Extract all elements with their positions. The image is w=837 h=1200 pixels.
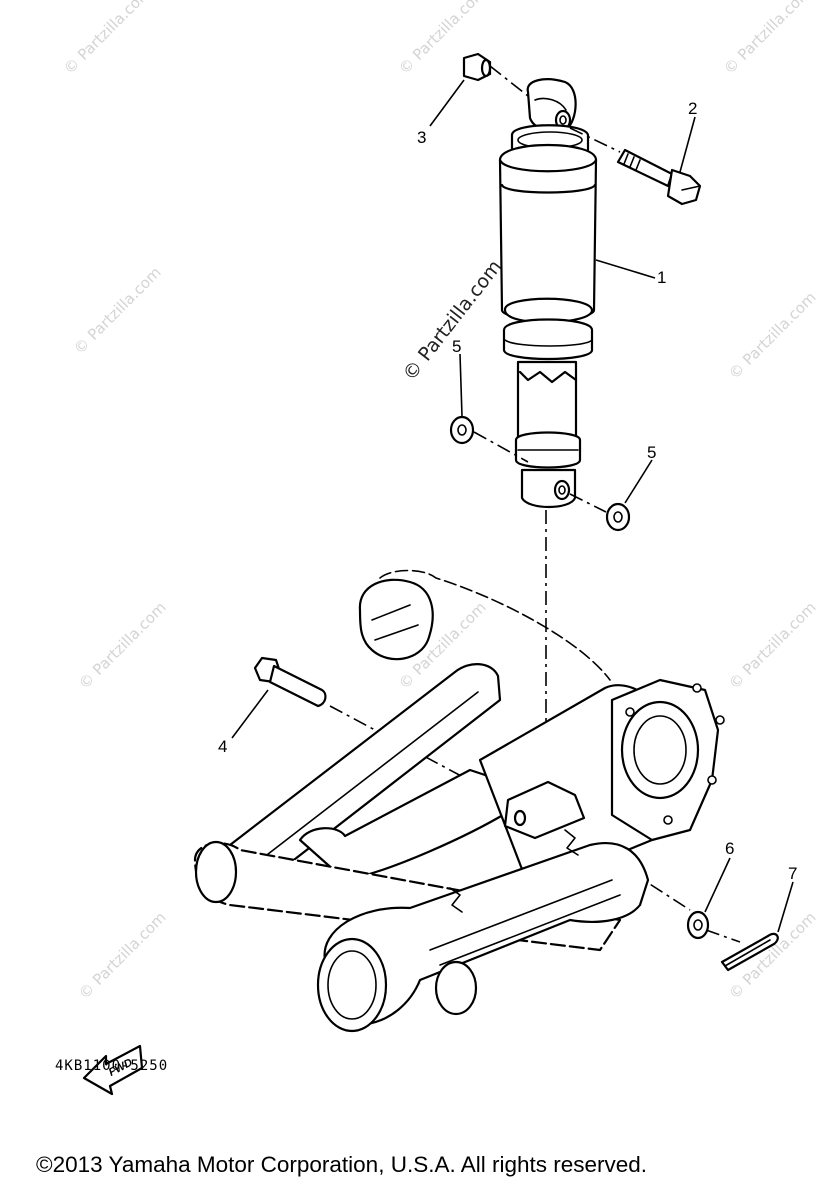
diagram-part-code: 4KB1100-5250 [55, 1058, 169, 1074]
bolt-upper [616, 148, 702, 206]
washer-axle [686, 910, 710, 940]
watermark: © Partzilla.com [725, 598, 820, 693]
watermark: © Partzilla.com [75, 908, 170, 1003]
leader-lines [231, 79, 794, 933]
callout-3: 3 [417, 128, 426, 147]
nut-upper [462, 52, 492, 82]
callout-1: 1 [657, 268, 666, 287]
watermark: © Partzilla.com [720, 0, 815, 78]
washer-upper-left [449, 415, 475, 445]
watermark: © Partzilla.com [725, 288, 820, 383]
callout-5-lower: 5 [647, 443, 656, 462]
watermark: © Partzilla.com [75, 598, 170, 693]
rear-shock-absorber [498, 78, 598, 508]
watermark-center: © Partzilla.com [399, 256, 507, 385]
washer-lower-right [605, 502, 631, 532]
fwd-arrow-icon: FWD [82, 1044, 144, 1096]
watermark: © Partzilla.com [60, 0, 155, 78]
assembly-center-lines [329, 65, 741, 943]
callout-7: 7 [788, 864, 797, 883]
callout-2: 2 [688, 99, 697, 118]
watermark: © Partzilla.com [70, 263, 165, 358]
callout-4: 4 [218, 737, 227, 756]
pivot-bolt [253, 656, 327, 708]
callout-5-upper: 5 [452, 337, 461, 356]
watermark-grid: © Partzilla.com © Partzilla.com © Partzi… [60, 0, 820, 1003]
copyright-notice: ©2013 Yamaha Motor Corporation, U.S.A. A… [36, 1152, 648, 1177]
swing-arm [193, 569, 725, 1033]
callout-labels: 1 2 3 5 5 4 6 7 [218, 99, 797, 883]
callout-6: 6 [725, 839, 734, 858]
